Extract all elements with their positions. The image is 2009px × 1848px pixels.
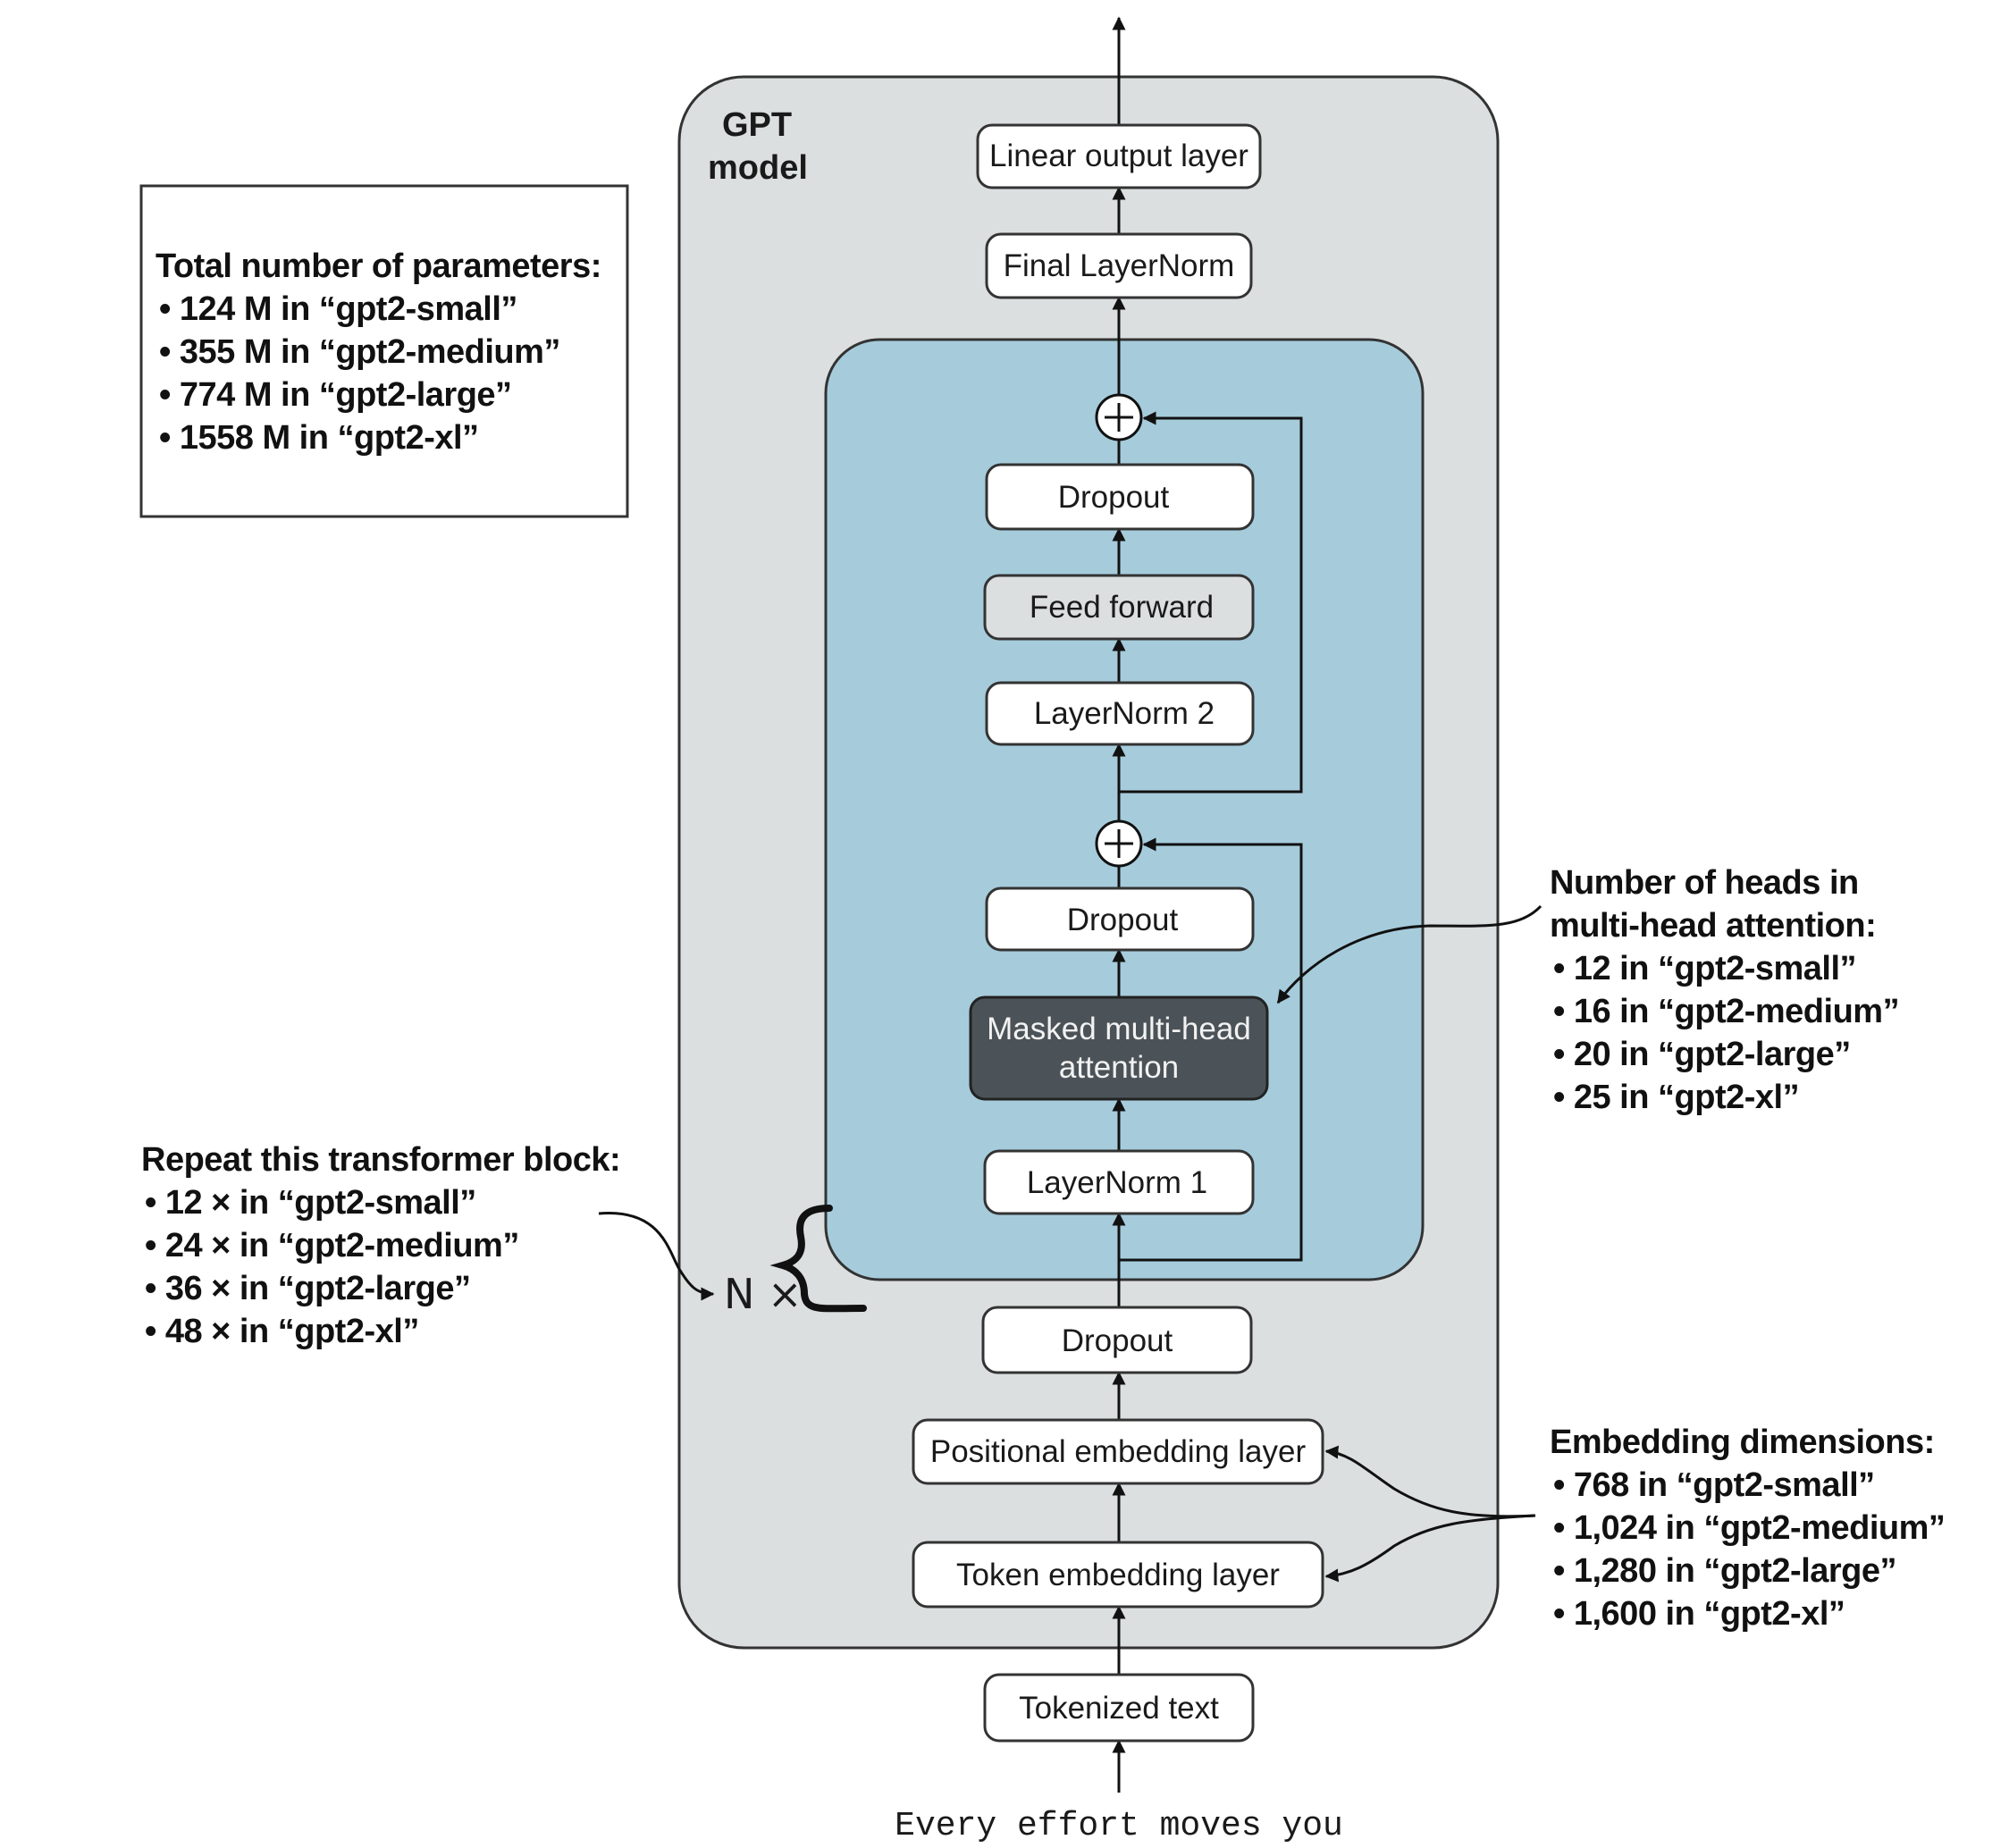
repeat-note-item: • 48 × in “gpt2-xl”	[145, 1313, 419, 1350]
dropout-bottom	[981, 1306, 1253, 1374]
token-embedding-label: Token embedding layer	[956, 1558, 1280, 1592]
parameters-note-item: • 774 M in “gpt2-large”	[159, 376, 512, 414]
positional-embedding-label: Positional embedding layer	[930, 1434, 1307, 1469]
dropout-mid-label: Dropout	[1067, 903, 1179, 937]
model-title-line2: model	[708, 149, 808, 187]
heads-note-item: • 12 in “gpt2-small”	[1553, 950, 1856, 987]
heads-note-item: • 25 in “gpt2-xl”	[1553, 1079, 1799, 1116]
repeat-n-times-marker: N ×	[724, 1270, 803, 1318]
dropout-top	[985, 463, 1255, 531]
dropout-mid	[985, 886, 1255, 952]
feed-forward	[983, 574, 1255, 641]
input-text: Every effort moves you	[895, 1807, 1343, 1845]
mha-label-line2: attention	[1059, 1050, 1179, 1085]
dropout-top-label: Dropout	[1058, 480, 1170, 515]
parameters-note: Total number of parameters: • 124 M in “…	[156, 248, 601, 457]
embedding-note-item: • 768 in “gpt2-small”	[1553, 1466, 1875, 1504]
model-title-line1: GPT	[722, 106, 792, 144]
embedding-note-item: • 1,024 in “gpt2-medium”	[1553, 1509, 1945, 1547]
add-node-top	[1095, 393, 1143, 441]
dropout-bottom-label: Dropout	[1062, 1323, 1173, 1358]
repeat-note-item: • 24 × in “gpt2-medium”	[145, 1227, 519, 1264]
masked-multi-head-attention	[969, 995, 1269, 1101]
heads-note-title-line2: multi-head attention:	[1550, 907, 1876, 945]
parameters-note-box	[139, 184, 629, 518]
embedding-note: Embedding dimensions: • 768 in “gpt2-sma…	[1550, 1424, 1946, 1633]
token-embedding-layer	[912, 1541, 1324, 1609]
heads-note-title-line1: Number of heads in	[1550, 864, 1859, 902]
add-node-bottom	[1095, 819, 1143, 868]
linear-output-layer	[976, 123, 1262, 189]
parameters-note-item: • 355 M in “gpt2-medium”	[159, 333, 560, 371]
heads-note: Number of heads in multi-head attention:…	[1550, 864, 1900, 1116]
repeat-note-title: Repeat this transformer block:	[141, 1141, 620, 1179]
tokenized-text-label: Tokenized text	[1019, 1691, 1219, 1726]
repeat-note-item: • 36 × in “gpt2-large”	[145, 1270, 470, 1307]
repeat-brace	[769, 1205, 867, 1313]
positional-embedding-layer	[912, 1418, 1324, 1485]
parameters-note-item: • 124 M in “gpt2-small”	[159, 290, 517, 328]
mha-label-line1: Masked multi-head	[987, 1012, 1251, 1046]
final-layernorm	[985, 232, 1253, 299]
heads-note-item: • 16 in “gpt2-medium”	[1553, 993, 1899, 1030]
layernorm-2-label: LayerNorm 2	[1034, 696, 1215, 731]
embedding-note-title: Embedding dimensions:	[1550, 1424, 1935, 1461]
heads-note-item: • 20 in “gpt2-large”	[1553, 1036, 1851, 1073]
tokenized-text-box	[983, 1673, 1255, 1743]
layernorm-2	[985, 681, 1255, 746]
repeat-note: Repeat this transformer block: • 12 × in…	[141, 1141, 621, 1350]
layernorm-1	[983, 1149, 1255, 1215]
linear-output-layer-label: Linear output layer	[989, 139, 1248, 173]
final-layernorm-label: Final LayerNorm	[1004, 248, 1235, 283]
parameters-note-item: • 1558 M in “gpt2-xl”	[159, 419, 479, 457]
embedding-note-item: • 1,600 in “gpt2-xl”	[1553, 1595, 1845, 1633]
embedding-note-item: • 1,280 in “gpt2-large”	[1553, 1552, 1896, 1590]
parameters-note-title: Total number of parameters:	[156, 248, 601, 285]
repeat-note-item: • 12 × in “gpt2-small”	[145, 1184, 476, 1222]
layernorm-1-label: LayerNorm 1	[1027, 1165, 1207, 1200]
feed-forward-label: Feed forward	[1030, 590, 1214, 625]
